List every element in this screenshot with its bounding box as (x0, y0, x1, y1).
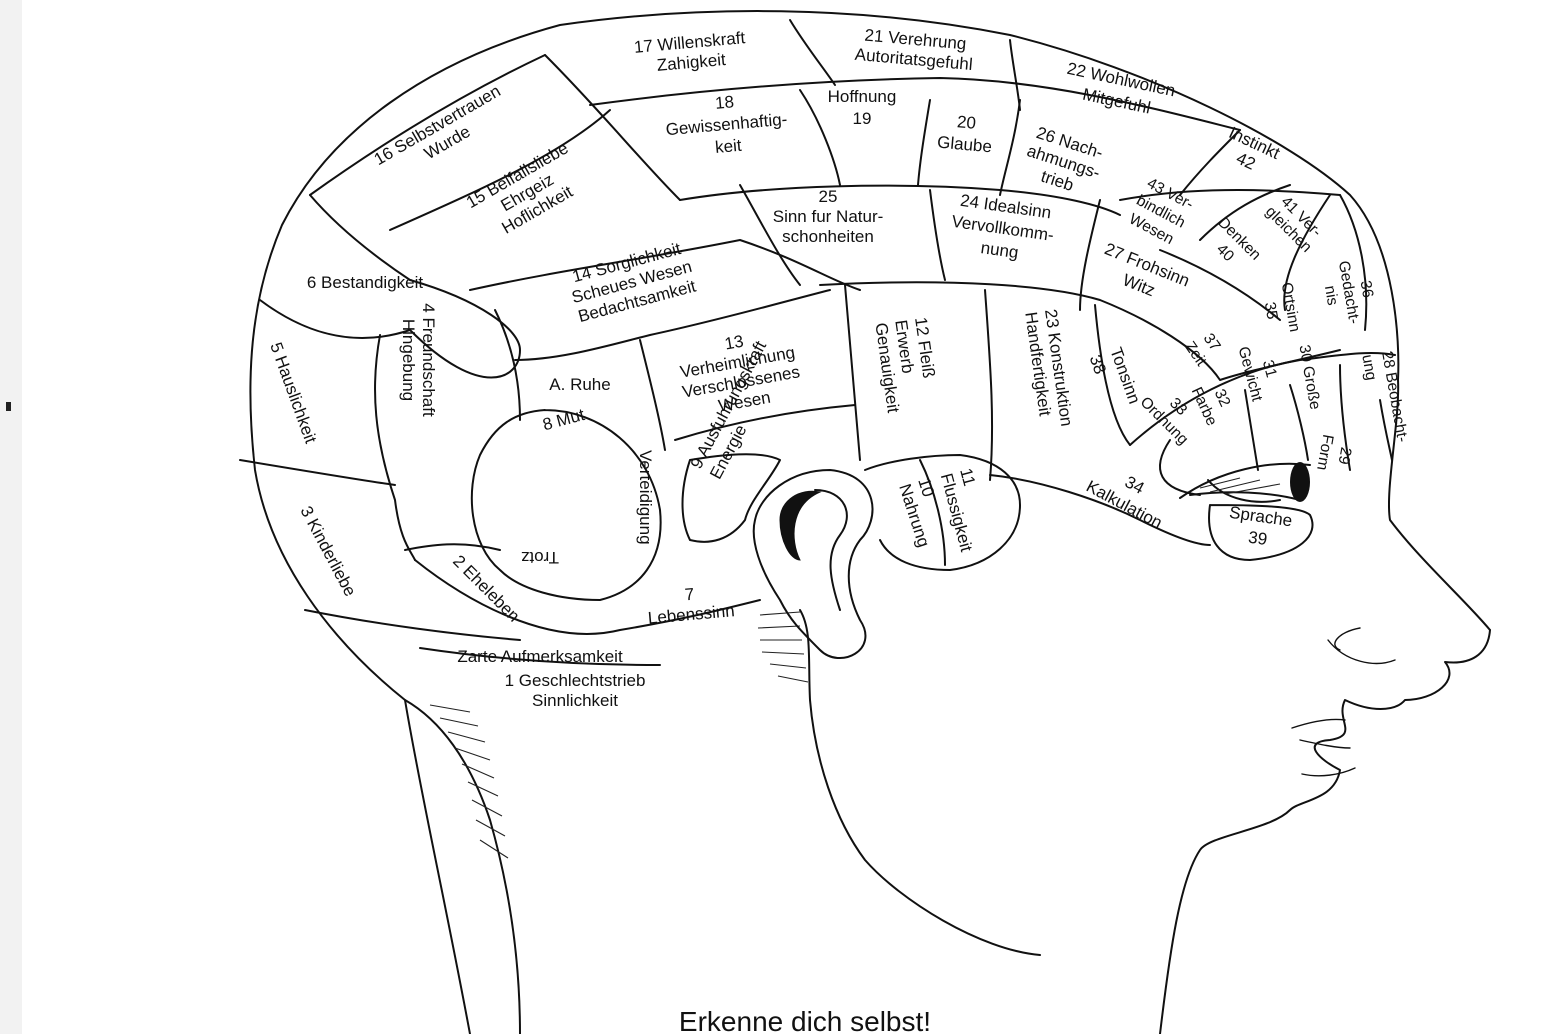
region-label-line: Sinnlichkeit (532, 691, 618, 710)
region-label-line: 4 Freundschaft (419, 303, 438, 417)
region-label-T: Trotz (521, 548, 559, 567)
region-label-line: nung (980, 238, 1020, 262)
ear (754, 470, 873, 658)
region-label-43: 43 Ver-bindlichWesen (1124, 174, 1197, 249)
region-label-line: Tonsinn (1106, 345, 1144, 407)
region-label-28: 28 Beobacht-ung (1358, 350, 1410, 447)
region-label-30: 30 Große (1295, 343, 1323, 410)
region-label-34: 34Kalkulation (1083, 457, 1176, 532)
region-label-32: 32Farbe (1188, 376, 1239, 428)
region-label-line: 7 (684, 585, 695, 605)
region-label-1: 1 GeschlechtstriebSinnlichkeit (505, 671, 646, 710)
region-label-line: Glaube (936, 133, 992, 157)
region-label-line: Zarte Aufmerksamkeit (457, 647, 623, 666)
region-label-37: 37Zeit (1181, 327, 1227, 370)
region-label-line: 35 (1261, 301, 1281, 321)
region-label-line: Form (1313, 433, 1336, 472)
region-label-36: 36Gedacht-nis (1317, 256, 1380, 328)
region-label-line: 1 Geschlechtstrieb (505, 671, 646, 690)
region-label-27: 27 FrohsinnWitz (1094, 239, 1193, 311)
region-label-18: 18Gewissenhaftig-keit (663, 88, 790, 161)
region-label-line: Verteidigung (636, 450, 655, 545)
region-label-39: Sprache39 (1225, 503, 1293, 552)
region-label-15: 15 BeifallsliebeEhrgeizHoflichkeit (463, 138, 592, 246)
region-label-6: 6 Bestandigkeit (307, 273, 424, 292)
region-label-12: 12 FleißErwerbGenauigkeit (871, 316, 942, 414)
region-label-24: 24 IdealsinnVervollkomm-nung (947, 190, 1058, 267)
region-label-19: Hoffnung 19 (828, 87, 897, 128)
caption: Erkenne dich selbst! (679, 1006, 931, 1034)
region-label-line: 3 Kinderliebe (296, 503, 359, 600)
region-label-line: Ortsinn (1278, 281, 1303, 333)
eye (1180, 462, 1310, 502)
region-label-line: 39 (1247, 528, 1268, 549)
region-label-line: A. Ruhe (549, 375, 610, 394)
region-label-2: 2 Eheleben (449, 551, 523, 625)
region-label-line: 28 Beobacht- (1378, 350, 1411, 444)
region-label-40: Denken40 (1200, 214, 1264, 278)
region-label-line: 13 (723, 332, 745, 354)
region-label-41: 41 Ver-gleichen (1262, 190, 1328, 256)
region-label-line: 36 (1357, 279, 1377, 299)
region-label-20: 20Glaube (936, 111, 994, 157)
region-label-line: ung (1358, 353, 1379, 381)
region-label-38: Tonsinn38 (1086, 345, 1145, 414)
region-label-line: 5 Hauslichkeit (266, 340, 320, 446)
region-label-line: 30 Große (1295, 343, 1323, 410)
region-label-line: Sinn fur Natur- (773, 207, 884, 226)
region-label-25: 25Sinn fur Natur-schonheiten (773, 187, 884, 246)
region-label-line: 19 (853, 109, 872, 128)
region-label-23: 23 KonstruktionHandfertigkeit (1021, 308, 1076, 430)
region-label-line: 31 (1259, 358, 1280, 379)
region-label-line: 20 (956, 112, 977, 133)
region-label-21: 21 VerehrungAutoritatsgefuhl (854, 25, 975, 74)
region-label-line: Lebenssinn (647, 601, 735, 628)
region-label-line: Trotz (521, 548, 559, 567)
region-label-line: 29 (1335, 446, 1355, 466)
region-label-14: 14 SorglichkeitScheues WesenBedachtsamke… (564, 238, 699, 327)
region-label-3: 3 Kinderliebe (296, 503, 359, 600)
region-label-1z: Zarte Aufmerksamkeit (457, 647, 623, 666)
region-label-42: Instinkt42 (1217, 123, 1283, 181)
region-label-31: 31Gewicht (1235, 340, 1285, 404)
region-label-26: 26 Nach-ahmungs-trieb (1018, 122, 1108, 201)
region-label-line: Gewissenhaftig- (665, 110, 788, 140)
region-label-line: schonheiten (782, 227, 874, 246)
region-label-line: 18 (714, 92, 735, 113)
page-left-margin (0, 0, 22, 1034)
region-label-line: keit (714, 136, 742, 157)
region-label-line: 6 Bestandigkeit (307, 273, 424, 292)
region-label-17: 17 WillenskraftZahigkeit (633, 28, 748, 77)
region-label-line: nis (1321, 284, 1341, 307)
region-label-line: Hingebung (399, 319, 418, 401)
region-label-V: Verteidigung (636, 450, 655, 545)
region-label-A: A. Ruhe (549, 375, 610, 394)
region-label-5: 5 Hauslichkeit (266, 340, 320, 446)
region-label-11: 11Flussigkeit (937, 466, 996, 554)
page-speck (6, 402, 11, 411)
region-label-line: 2 Eheleben (449, 551, 523, 625)
region-label-16: 16 SelbstvertrauenWurde (371, 81, 514, 186)
region-label-7: 7Lebenssinn (645, 581, 735, 627)
region-label-4: 4 FreundschaftHingebung (399, 303, 438, 417)
region-label-line: 38 (1086, 352, 1110, 376)
region-label-line: Hoffnung (828, 87, 897, 106)
region-label-line: 25 (819, 187, 838, 206)
region-label-35: Ortsinn35 (1258, 281, 1303, 337)
